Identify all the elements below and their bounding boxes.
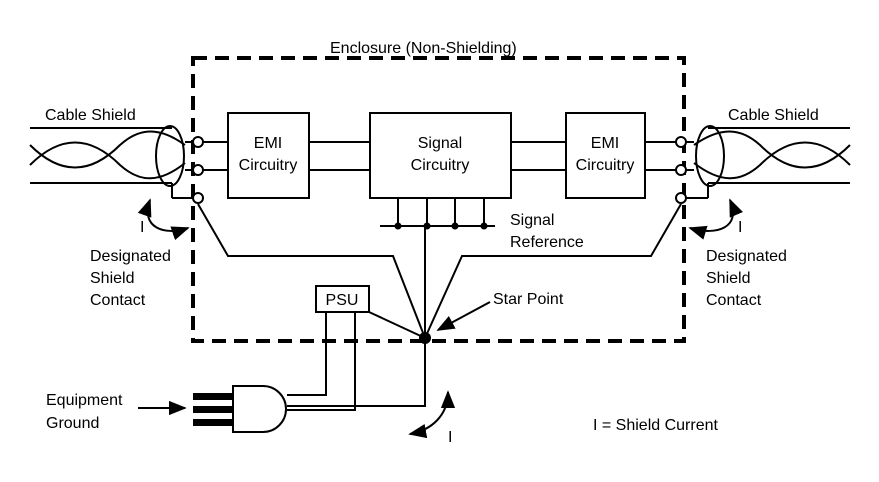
- star-point-node: [419, 332, 431, 344]
- signal-reference-line1: Signal: [510, 212, 554, 229]
- equipment-ground-line1: Equipment: [46, 392, 123, 409]
- signal-line2: Circuitry: [411, 157, 470, 174]
- emi-right-line2: Circuitry: [576, 157, 635, 174]
- shield-current-arrow-left: [137, 198, 190, 241]
- current-ground-symbol: I: [448, 429, 452, 446]
- equipment-ground-line2: Ground: [46, 415, 99, 432]
- current-right-symbol: I: [738, 219, 742, 236]
- emi-circuitry-left: [227, 112, 310, 199]
- emi-right-line1: EMI: [591, 135, 619, 152]
- emi-circuitry-right: [565, 112, 646, 199]
- cable-shield-left-label: Cable Shield: [45, 107, 136, 124]
- designated-left-line2: Shield: [90, 270, 134, 287]
- right-cable: [693, 125, 851, 187]
- designated-left-line3: Contact: [90, 292, 146, 309]
- emi-left-line2: Circuitry: [239, 157, 298, 174]
- shield-current-arrow-ground: [408, 390, 456, 439]
- designated-right-line2: Shield: [706, 270, 750, 287]
- left-terminal-2: [192, 164, 204, 176]
- signal-reference-line2: Reference: [510, 234, 584, 251]
- right-wiring: [424, 141, 709, 339]
- left-shield-terminal: [192, 192, 204, 204]
- right-terminal-2: [675, 164, 687, 176]
- enclosure-outline: [191, 56, 686, 343]
- psu-label: PSU: [326, 292, 359, 309]
- left-cable: [29, 125, 186, 187]
- designated-right-line3: Contact: [706, 292, 762, 309]
- psu-box: [315, 285, 370, 313]
- current-left-symbol: I: [140, 219, 144, 236]
- designated-right-line1: Designated: [706, 248, 787, 265]
- legend-shield-current: I = Shield Current: [593, 417, 719, 434]
- signal-line1: Signal: [418, 135, 462, 152]
- cable-shield-right-label: Cable Shield: [728, 107, 819, 124]
- right-shield-terminal: [675, 192, 687, 204]
- left-wiring: [171, 141, 426, 339]
- star-point-label: Star Point: [493, 291, 564, 308]
- power-plug: [193, 385, 287, 433]
- star-point-arrow: [436, 301, 491, 331]
- right-terminal-1: [675, 136, 687, 148]
- enclosure-label: Enclosure (Non-Shielding): [330, 40, 517, 57]
- signal-reference-nodes: [394, 222, 488, 230]
- interconnects: [309, 141, 566, 171]
- emi-left-line1: EMI: [254, 135, 282, 152]
- designated-left-line1: Designated: [90, 248, 171, 265]
- signal-circuitry-box: [369, 112, 512, 199]
- shield-current-arrow-right: [688, 198, 743, 240]
- psu-wiring: [287, 311, 426, 411]
- left-terminal-1: [192, 136, 204, 148]
